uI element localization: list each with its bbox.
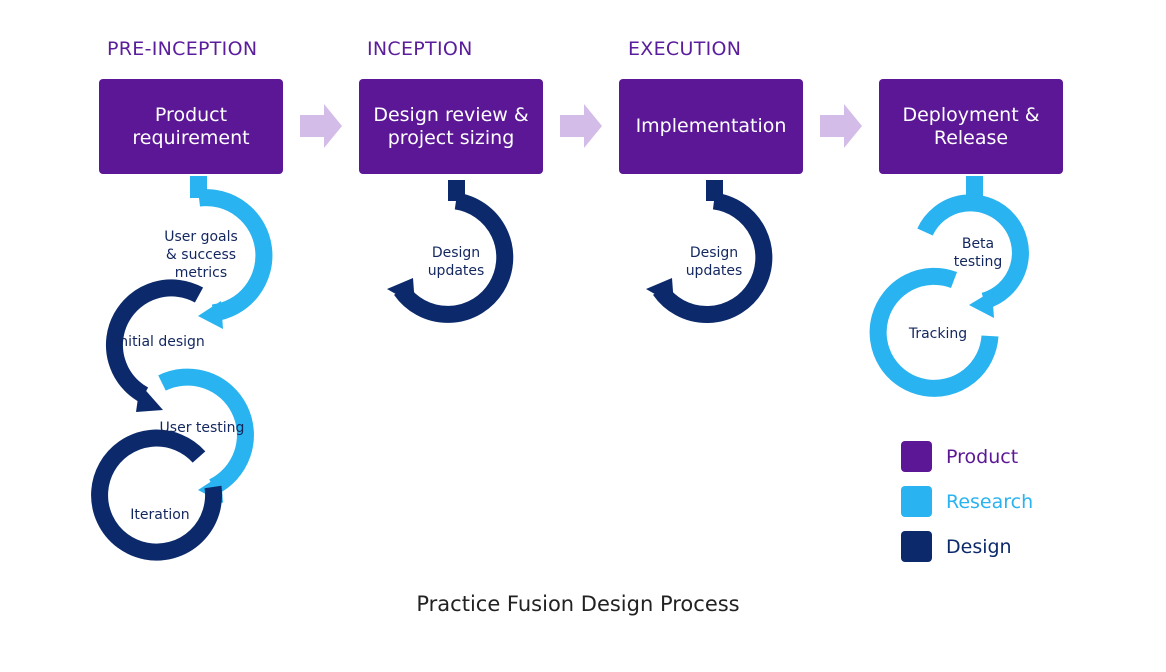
cycle-inception-updates xyxy=(387,192,514,323)
product-requirement-label: Product requirement xyxy=(132,103,250,149)
phase-label-inception: INCEPTION xyxy=(367,38,473,60)
implementation-label: Implementation xyxy=(635,115,787,137)
inception-design-updates-label: Design updates xyxy=(427,245,485,279)
stem-beta-testing xyxy=(966,176,983,198)
legend-item-product: Product xyxy=(901,441,1018,472)
flow-arrow-icon xyxy=(820,104,862,148)
cycle-execution-updates xyxy=(646,192,773,324)
initial-design-label: Initial design xyxy=(115,334,205,350)
legend-swatch-research xyxy=(901,486,932,517)
flow-arrow-icon xyxy=(300,104,342,148)
phase-label-pre-inception: PRE-INCEPTION xyxy=(107,38,258,60)
implementation-box: Implementation xyxy=(619,79,803,174)
product-requirement-box: Product requirement xyxy=(99,79,283,174)
tracking-label: Tracking xyxy=(908,326,968,342)
design-review-box: Design review & project sizing xyxy=(359,79,543,174)
cycle-iteration xyxy=(91,429,223,561)
user-goals-label: User goals & success metrics xyxy=(164,229,238,281)
legend-label-design: Design xyxy=(946,535,1012,558)
legend-item-research: Research xyxy=(901,486,1033,517)
iteration-label: Iteration xyxy=(130,507,190,523)
design-review-label: Design review & project sizing xyxy=(373,103,529,149)
legend-item-design: Design xyxy=(901,531,1012,562)
legend-swatch-product xyxy=(901,441,932,472)
legend-swatch-design xyxy=(901,531,932,562)
execution-design-updates-label: Design updates xyxy=(685,245,743,279)
deployment-release-box: Deployment & Release xyxy=(879,79,1063,174)
cycle-user-goals xyxy=(197,189,273,329)
phase-label-execution: EXECUTION xyxy=(628,38,742,60)
cycle-tracking xyxy=(869,267,999,397)
flow-arrow-icon xyxy=(560,104,602,148)
legend-label-product: Product xyxy=(946,445,1019,468)
legend-label-research: Research xyxy=(946,490,1034,513)
user-testing-label: User testing xyxy=(159,420,245,436)
cycle-initial-design xyxy=(105,279,204,412)
cycle-beta-testing xyxy=(917,194,1029,318)
diagram-caption: Practice Fusion Design Process xyxy=(416,592,740,616)
beta-testing-label: Beta testing xyxy=(953,236,1003,270)
deployment-release-label: Deployment & Release xyxy=(902,103,1040,149)
